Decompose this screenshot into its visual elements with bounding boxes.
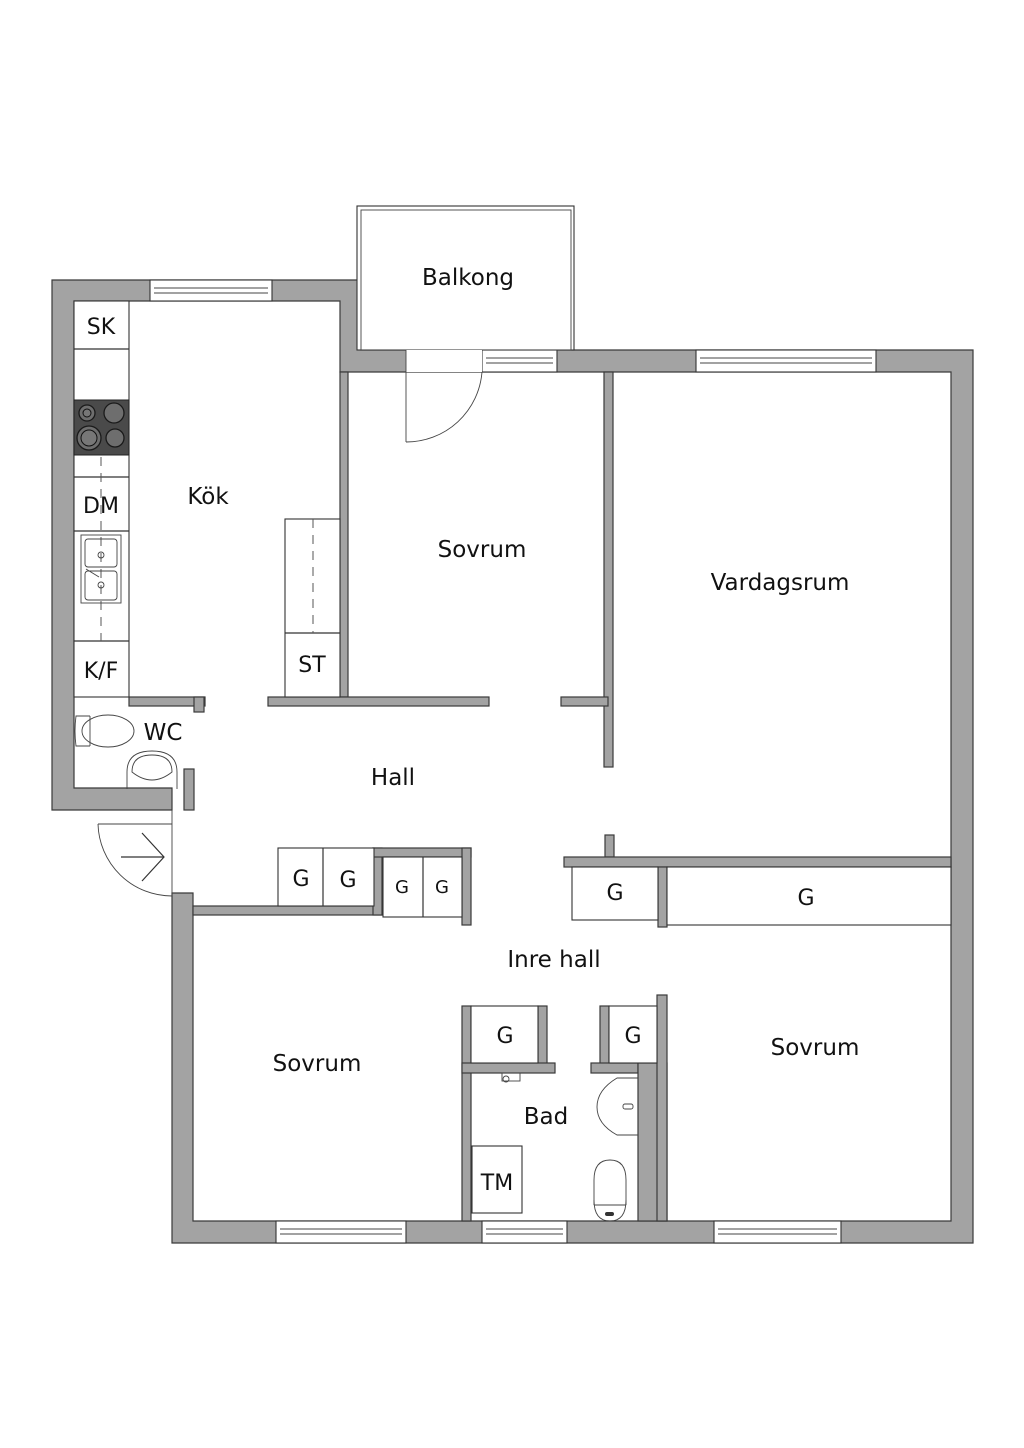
wardrobe-label: G (435, 877, 449, 898)
room-label-kitchen: Kök (187, 484, 229, 510)
sink-icon (80, 534, 122, 604)
room-label-balcony: Balkong (422, 265, 514, 291)
room-label-hall: Hall (371, 765, 415, 791)
wardrobe-label: G (292, 867, 309, 892)
window-bedroom-br (713, 1220, 842, 1244)
interior-walls (128, 371, 952, 1222)
window-bath (481, 1220, 568, 1244)
window-bedroom-bl (275, 1220, 407, 1244)
window-bedroom-top (481, 349, 558, 373)
room-label-bedroom-bl: Sovrum (273, 1051, 362, 1077)
windows (149, 279, 877, 1244)
fixture-label-kf: K/F (84, 659, 119, 684)
wardrobe-label: G (496, 1024, 513, 1049)
fixture-label-dm: DM (83, 494, 119, 519)
exterior-walls (51, 279, 974, 1244)
bath-toilet-icon (593, 1159, 627, 1222)
room-label-inner-hall: Inre hall (507, 947, 600, 973)
room-label-bathroom: Bad (524, 1104, 568, 1130)
wardrobe-label: G (339, 868, 356, 893)
fixture-label-sk: SK (87, 315, 116, 340)
bath-washbasin-icon (596, 1077, 638, 1136)
wardrobe-label: G (624, 1024, 641, 1049)
bath-closets (470, 1005, 658, 1064)
washbasin-icon (126, 750, 178, 789)
fixture-label-tm: TM (480, 1171, 513, 1196)
hall-wardrobes (277, 847, 463, 918)
room-label-wc: WC (144, 720, 183, 746)
washing-machine (471, 1145, 523, 1214)
window-kitchen (149, 279, 273, 302)
balcony-door[interactable] (405, 350, 483, 443)
wardrobe-label: G (797, 886, 814, 911)
storage-cabinet (284, 518, 341, 698)
kitchen-counter (73, 300, 130, 698)
room-label-bedroom-top: Sovrum (438, 537, 527, 563)
toilet-icon (74, 714, 135, 748)
room-label-living-room: Vardagsrum (711, 570, 850, 596)
inner-hall-wardrobes (571, 866, 952, 926)
shower-tap-icon (501, 1072, 521, 1083)
stove-icon (73, 399, 130, 456)
balcony (356, 205, 575, 351)
entrance-arrow-icon (121, 832, 165, 882)
wardrobe-label: G (395, 877, 409, 898)
entrance-door[interactable] (97, 810, 173, 897)
window-living (695, 349, 877, 373)
room-label-bedroom-br: Sovrum (771, 1035, 860, 1061)
fixture-label-st: ST (298, 653, 326, 678)
wardrobe-label: G (606, 881, 623, 906)
